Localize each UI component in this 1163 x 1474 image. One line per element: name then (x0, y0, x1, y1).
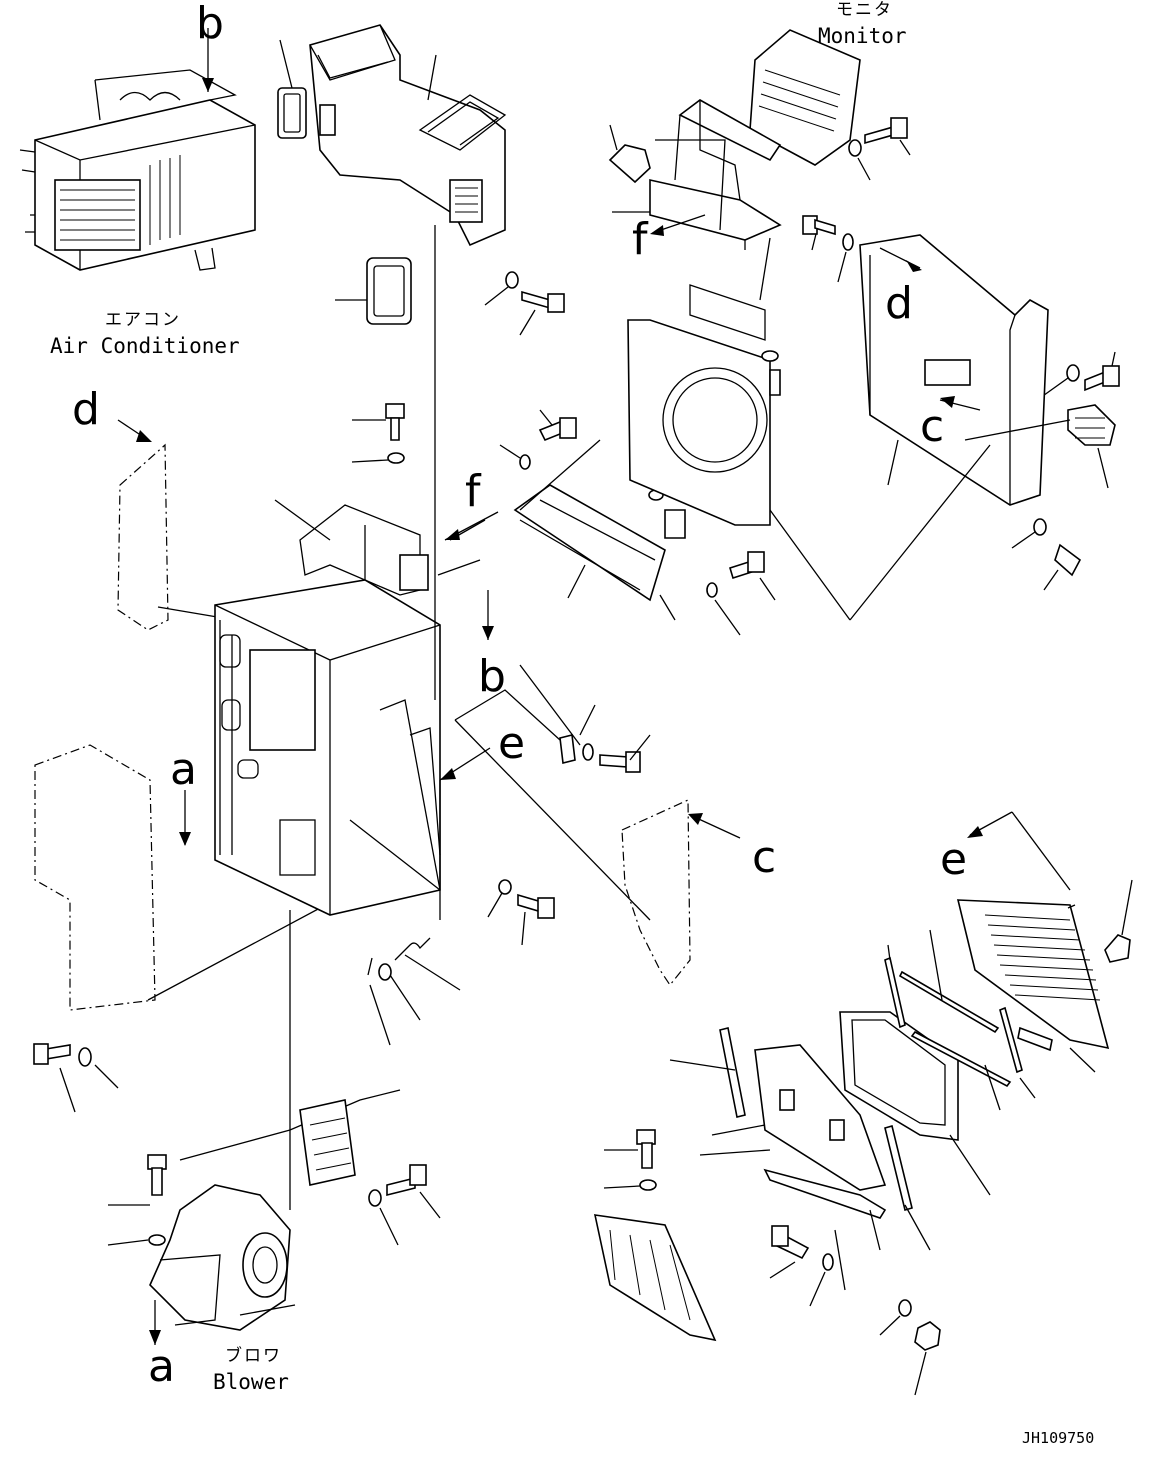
central-housing (214, 139, 781, 1210)
drawing-code: JH109750 (1022, 1429, 1095, 1447)
ref-letter-d-left: d (72, 384, 100, 435)
ref-letter-f-mid: f (465, 466, 481, 517)
blower-unit (149, 1089, 401, 1345)
ref-letter-d-right: d (885, 278, 913, 329)
monitor-assembly (608, 29, 861, 250)
ref-letter-b-top: b (196, 0, 224, 49)
ref-letter-e-mid: e (498, 718, 526, 769)
monitor-label-jp: モニタ (836, 0, 893, 20)
ref-letter-a-left: a (170, 744, 197, 795)
ref-letter-a-bottom: a (148, 1341, 175, 1392)
monitor-label-en: Monitor (818, 24, 907, 48)
air-conditioner-label-jp: エアコン (105, 310, 181, 330)
right-cover-assembly (593, 234, 1116, 1342)
blower-label-jp: ブロワ (225, 1346, 282, 1366)
air-conditioner-unit (19, 28, 256, 271)
air-conditioner-label-en: Air Conditioner (50, 334, 240, 358)
blower-label-en: Blower (213, 1370, 289, 1394)
reference-arrows (117, 214, 1071, 891)
duct-assembly (277, 24, 507, 325)
ref-letter-c-mid: c (752, 832, 777, 883)
ref-letter-b-mid: b (478, 651, 506, 702)
ref-letter-e-right: e (940, 834, 968, 885)
bolts (33, 117, 1133, 1396)
ref-letter-f-top: f (632, 214, 648, 265)
ref-letter-c-right: c (920, 401, 945, 452)
